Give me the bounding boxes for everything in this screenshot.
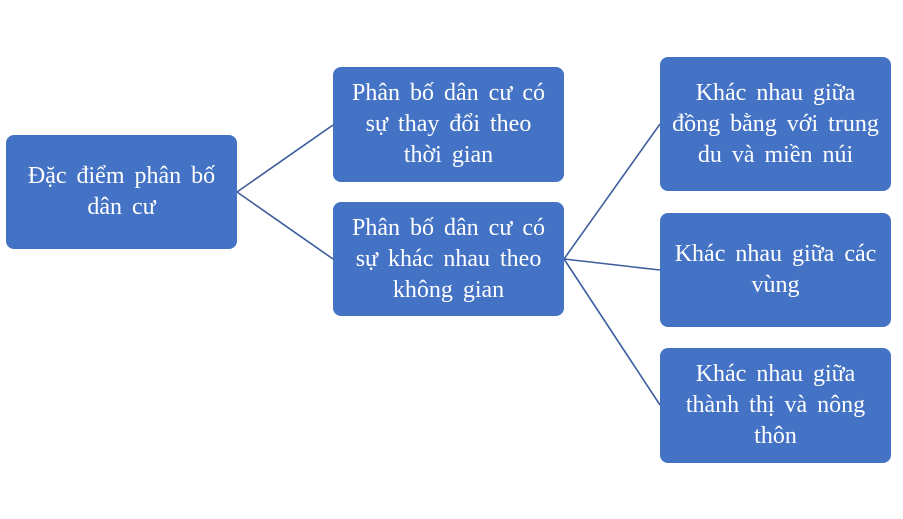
connector-root-to-time — [236, 124, 334, 193]
connector-space-to-hill — [563, 123, 661, 260]
node-label: Đặc điểm phân bố dân cư — [27, 163, 216, 220]
node-label: Khác nhau giữa thành thị và nông thôn — [685, 361, 866, 449]
node-plains-vs-highlands: Khác nhau giữa đồng bằng với trung du và… — [660, 57, 891, 191]
node-label: Phân bố dân cư có sự thay đổi theo thời … — [352, 80, 545, 168]
node-change-over-time: Phân bố dân cư có sự thay đổi theo thời … — [333, 67, 564, 182]
connector-root-to-space — [236, 191, 334, 260]
node-between-regions: Khác nhau giữa các vùng — [660, 213, 891, 327]
node-label: Khác nhau giữa các vùng — [674, 241, 877, 298]
node-label: Khác nhau giữa đồng bằng với trung du và… — [672, 79, 879, 168]
connector-space-to-region — [563, 258, 661, 271]
node-urban-vs-rural: Khác nhau giữa thành thị và nông thôn — [660, 348, 891, 463]
node-population-distribution-features: Đặc điểm phân bố dân cư — [6, 135, 237, 249]
connector-space-to-urban — [563, 258, 661, 406]
node-label: Phân bố dân cư có sự khác nhau theo khôn… — [352, 214, 545, 303]
node-difference-by-space: Phân bố dân cư có sự khác nhau theo khôn… — [333, 202, 564, 316]
